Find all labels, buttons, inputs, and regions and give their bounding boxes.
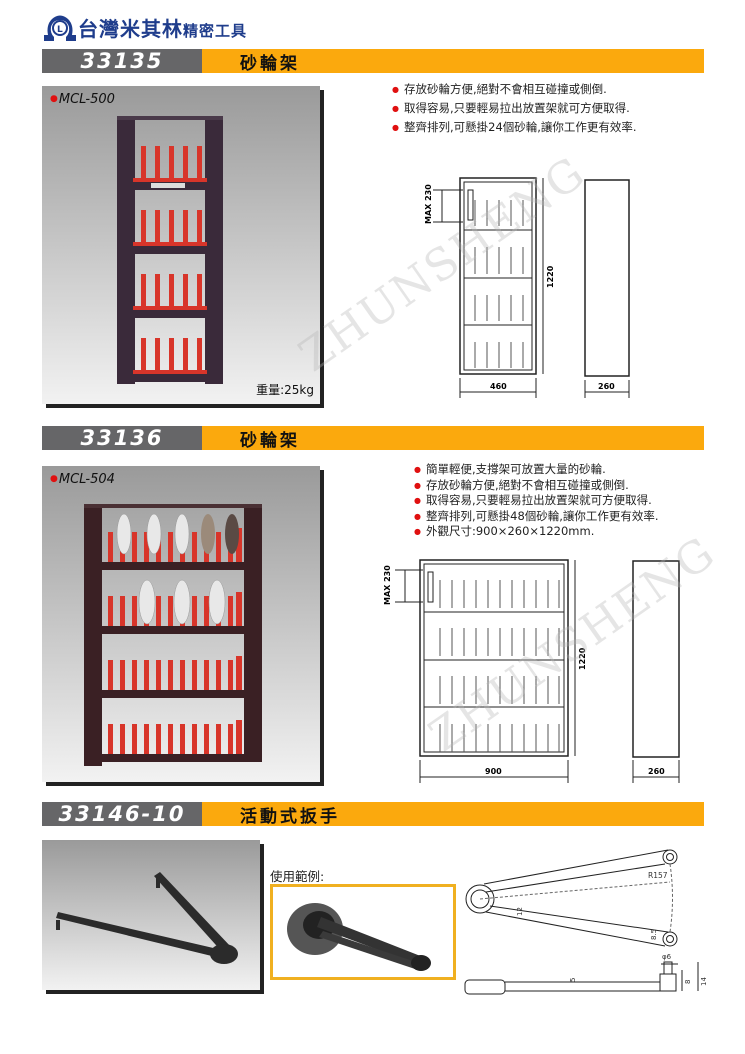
grinding-wheel-rack-image xyxy=(117,116,223,384)
svg-text:12: 12 xyxy=(516,907,524,916)
feature-item: 取得容易,只要輕易拉出放置架就可方便取得. xyxy=(392,99,637,118)
svg-text:460: 460 xyxy=(490,382,507,391)
mcl-logo-icon: L xyxy=(44,15,76,41)
feature-item: 取得容易,只要輕易拉出放置架就可方便取得. xyxy=(414,493,659,509)
feature-item: 整齊排列,可懸掛48個砂輪,讓你工作更有效率. xyxy=(414,509,659,525)
svg-text:260: 260 xyxy=(648,767,665,776)
grinding-wheel-rack-image xyxy=(84,504,262,766)
brand-header: L 台灣米其林精密工具 xyxy=(42,10,247,44)
technical-drawing-33135: MAX 230 1220 460 260 xyxy=(424,177,630,398)
wrench-usage-image xyxy=(287,903,431,971)
svg-text:8.5: 8.5 xyxy=(650,929,658,940)
svg-text:MAX 230: MAX 230 xyxy=(383,565,392,605)
product-title: 活動式扳手 xyxy=(202,802,704,827)
technical-drawing-33136: MAX 230 1220 900 260 xyxy=(383,559,680,783)
svg-text:R157: R157 xyxy=(648,871,668,880)
feature-item: 存放砂輪方便,絕對不會相互碰撞或側倒. xyxy=(392,80,637,99)
svg-text:14: 14 xyxy=(700,977,708,986)
weight-label: 重量:25kg xyxy=(256,383,314,397)
section-header-33136: 33136 砂輪架 xyxy=(42,426,704,451)
product-code: 33136 xyxy=(42,426,202,450)
svg-text:900: 900 xyxy=(485,767,502,776)
svg-text:5: 5 xyxy=(569,978,577,982)
svg-text:8: 8 xyxy=(684,980,692,984)
feature-item: 整齊排列,可懸掛24個砂輪,讓你工作更有效率. xyxy=(392,118,637,137)
svg-text:φ6: φ6 xyxy=(662,953,672,961)
svg-text:260: 260 xyxy=(598,382,615,391)
svg-text:MAX 230: MAX 230 xyxy=(424,184,433,224)
adjustable-wrench-image xyxy=(56,872,238,964)
product-code: 33135 xyxy=(42,49,202,73)
product-code: 33146-10 xyxy=(42,802,202,826)
product-title: 砂輪架 xyxy=(202,426,704,451)
feature-list-33136: 簡單輕便,支撐架可放置大量的砂輪. 存放砂輪方便,絕對不會相互碰撞或側倒. 取得… xyxy=(414,462,659,540)
usage-example-photo xyxy=(270,884,456,980)
product-photo-mcl-500: MCL-500 重量:25kg xyxy=(42,86,320,404)
product-photo-mcl-504: MCL-504 xyxy=(42,466,320,782)
feature-list-33135: 存放砂輪方便,絕對不會相互碰撞或側倒. 取得容易,只要輕易拉出放置架就可方便取得… xyxy=(392,80,637,137)
model-label: MCL-500 xyxy=(50,92,115,107)
usage-example-label: 使用範例: xyxy=(270,869,325,884)
product-photo-wrench xyxy=(42,840,260,990)
svg-text:L: L xyxy=(57,25,63,35)
svg-text:1220: 1220 xyxy=(578,647,587,670)
product-title: 砂輪架 xyxy=(202,49,704,74)
feature-item: 簡單輕便,支撐架可放置大量的砂輪. xyxy=(414,462,659,478)
svg-text:1220: 1220 xyxy=(546,265,555,288)
feature-item: 存放砂輪方便,絕對不會相互碰撞或側倒. xyxy=(414,478,659,494)
technical-drawing-wrench: R157 12 8.5 5 φ6 8 14 xyxy=(464,849,708,995)
brand-name: 台灣米其林精密工具 xyxy=(78,16,248,41)
section-header-33135: 33135 砂輪架 xyxy=(42,49,704,74)
section-header-33146-10: 33146-10 活動式扳手 xyxy=(42,802,704,827)
model-label: MCL-504 xyxy=(50,472,115,487)
feature-item: 外觀尺寸:900×260×1220mm. xyxy=(414,524,659,540)
